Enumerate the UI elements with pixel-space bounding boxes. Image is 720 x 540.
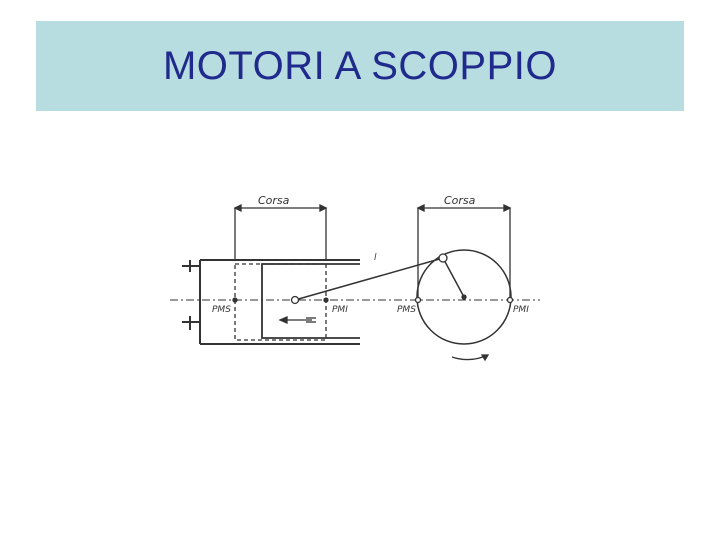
slide-title: MOTORI A SCOPPIO <box>162 43 557 88</box>
stroke-arrows-right <box>416 203 512 213</box>
connecting-rod <box>294 257 444 301</box>
rod-length-label: l <box>374 253 377 263</box>
bdc-label-right: PMI <box>513 305 529 315</box>
tdc-label-right: PMS <box>397 305 416 315</box>
cylinder <box>182 259 360 345</box>
crank-circle <box>416 249 512 345</box>
engine-diagram: Corsa Corsa PMS PMI PMS PMI l <box>160 180 560 370</box>
piston-pin <box>290 295 300 305</box>
engine-diagram-svg: Corsa Corsa PMS PMI PMS PMI l <box>170 194 540 362</box>
tdc-label-left: PMS <box>212 305 231 315</box>
crank-arm <box>442 257 465 298</box>
piston <box>261 263 360 339</box>
stroke-arrows-left <box>233 203 328 213</box>
bdc-label-left: PMI <box>332 305 348 315</box>
crank-pin <box>438 253 448 263</box>
stroke-label-left: Corsa <box>258 194 290 207</box>
piston-tdc-outline <box>234 263 327 341</box>
title-bar: MOTORI A SCOPPIO <box>36 21 684 111</box>
stroke-label-right: Corsa <box>444 194 476 207</box>
